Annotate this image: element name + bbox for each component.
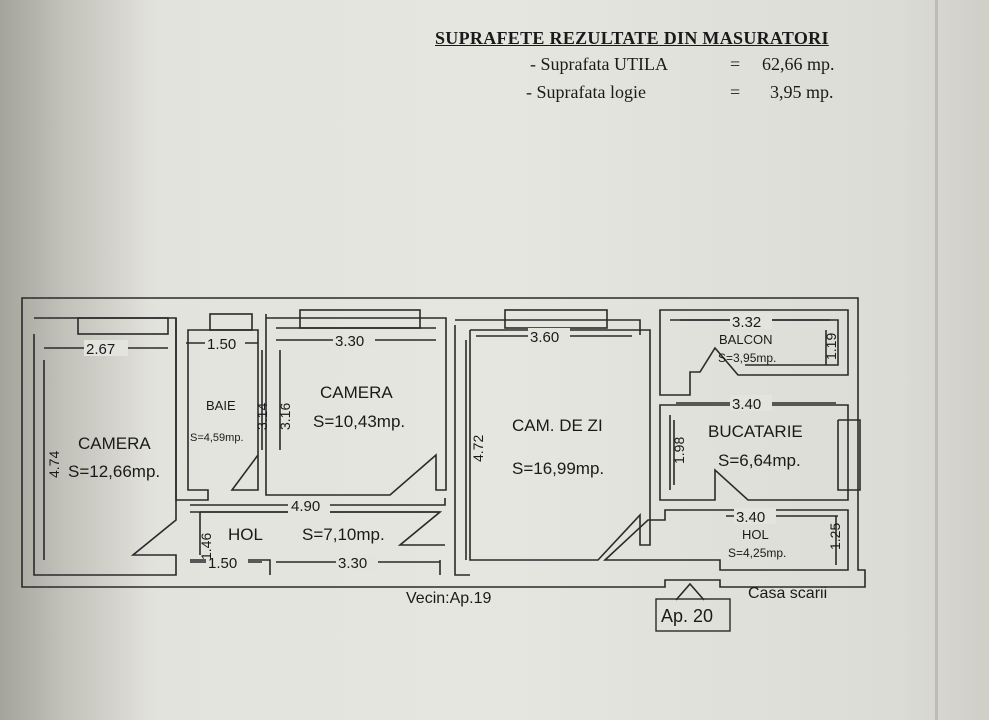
dim-bg-340-kitchen [730, 395, 772, 411]
dim-bg-150-top [205, 335, 245, 351]
summary-utila-value: 62,66 mp. [762, 54, 835, 74]
room-hol1-area: S=7,10mp. [302, 525, 385, 544]
summary-logie-eq: = [730, 82, 741, 102]
entrance-arrow [675, 582, 705, 601]
dim-3-30-bot: 3.30 [338, 555, 367, 572]
wall-baie [175, 318, 259, 501]
dim-3-30-top: 3.30 [335, 333, 364, 350]
apartment-number: Ap. 20 [661, 606, 713, 626]
wall-camzi [454, 325, 651, 576]
room-balcon-area: S=3,95mp. [718, 351, 776, 365]
dim-4-74: 4.74 [46, 451, 62, 478]
room-baie-area: S=4,59mp. [190, 432, 244, 444]
room-camera2-name: CAMERA [320, 383, 393, 402]
dim-bg-330-top [333, 332, 375, 348]
dim-3-32: 3.32 [732, 314, 761, 331]
dim-3-40-hol: 3.40 [736, 509, 765, 526]
summary-line-utila: - Suprafata UTILA = 62,66 mp. [530, 54, 835, 75]
wall-bucatarie [659, 404, 849, 501]
summary-utila-eq: = [730, 54, 741, 74]
dim-3-40-kitchen: 3.40 [732, 396, 761, 413]
window-camera1 [77, 317, 169, 335]
wall-camera2 [265, 314, 447, 496]
dim-bg-150-bot [206, 554, 248, 570]
window-camzi [504, 309, 608, 329]
dim-4-90: 4.90 [291, 498, 320, 515]
dim-bg-332 [730, 313, 772, 329]
dim-3-14: 3.14 [254, 403, 270, 430]
room-camera2-area: S=10,43mp. [313, 412, 405, 431]
neighbor-label: Vecin:Ap.19 [406, 590, 492, 607]
dim-bg-360 [528, 328, 570, 344]
room-balcon-name: BALCON [719, 332, 772, 347]
dim-bg-490 [288, 497, 330, 513]
room-hol2-area: S=4,25mp. [728, 546, 786, 560]
dim-1-98: 1.98 [671, 437, 687, 464]
room-hol1-name: HOL [228, 525, 263, 544]
dim-1-50-top: 1.50 [207, 336, 236, 353]
dim-bg-267 [84, 340, 128, 356]
room-camera1-area: S=12,66mp. [68, 462, 160, 481]
wall-hol2 [602, 509, 849, 571]
wall-bucatarie-inner [669, 415, 861, 491]
dim-1-46: 1.46 [198, 533, 214, 560]
room-baie-name: BAIE [206, 398, 236, 413]
wall-camzi-top [455, 319, 641, 335]
room-bucatarie-area: S=6,64mp. [718, 451, 801, 470]
stairwell-label: Casa scarii [748, 585, 827, 602]
dim-bg-330-bot [336, 554, 378, 570]
summary-logie-label: - Suprafata logie [526, 82, 646, 102]
outer-wall [21, 297, 866, 588]
summary-title: SUPRAFETE REZULTATE DIN MASURATORI [435, 28, 829, 48]
dim-2-67: 2.67 [86, 341, 115, 358]
dimension-lines-vertical [43, 330, 837, 565]
room-camzi-area: S=16,99mp. [512, 459, 604, 478]
wall-balcon [659, 309, 849, 396]
dim-1-25: 1.25 [827, 523, 843, 550]
summary-line-logie: - Suprafata logie = 3,95 mp. [526, 82, 834, 103]
dim-4-72: 4.72 [470, 435, 486, 462]
room-hol2-name: HOL [742, 527, 769, 542]
room-camera1-name: CAMERA [78, 434, 151, 453]
room-camzi-name: CAM. DE ZI [512, 416, 603, 435]
window-baie [209, 313, 253, 331]
paper-fold [935, 0, 938, 720]
dimension-lines-horizontal [44, 319, 838, 517]
apartment-box [655, 598, 731, 632]
dim-3-16: 3.16 [277, 403, 293, 430]
summary-utila-label: - Suprafata UTILA [530, 54, 668, 74]
window-camera2 [299, 309, 421, 329]
dim-1-50-bot: 1.50 [208, 555, 237, 572]
summary-logie-value: 3,95 mp. [770, 82, 834, 102]
room-bucatarie-name: BUCATARIE [708, 422, 803, 441]
dim-bg-340-hol [734, 508, 776, 524]
dim-1-19: 1.19 [823, 333, 839, 360]
dim-3-60: 3.60 [530, 329, 559, 346]
